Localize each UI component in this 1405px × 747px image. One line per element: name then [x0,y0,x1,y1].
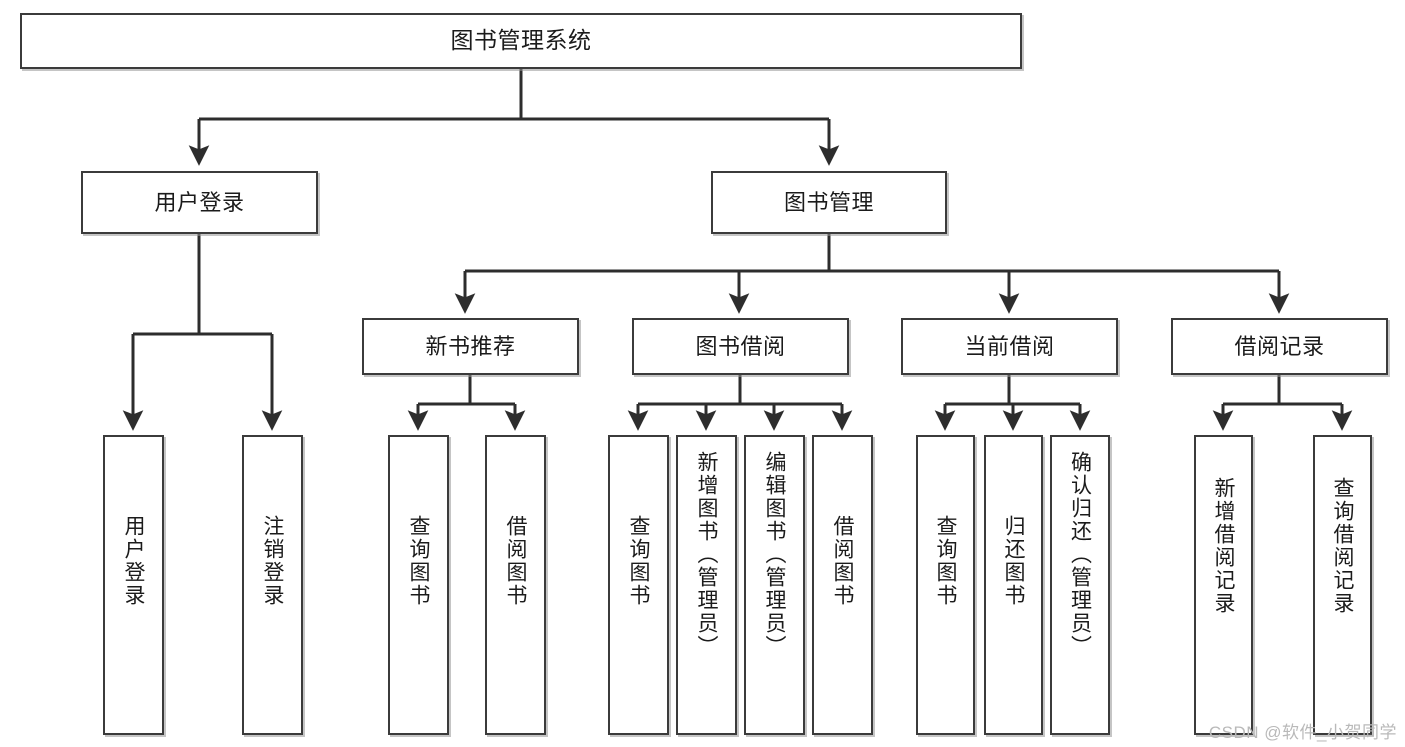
leaf-query-book-3[interactable]: 查询图书 [916,435,975,735]
leaf-return-book-label: 归还图书 [1002,515,1025,607]
leaf-user-login[interactable]: 用户登录 [103,435,164,735]
node-book-manage-label: 图书管理 [783,189,874,215]
leaf-add-record[interactable]: 新增借阅记录 [1194,435,1253,735]
node-book-borrow[interactable]: 图书借阅 [632,318,849,375]
node-borrow-record-label: 借阅记录 [1234,333,1325,359]
node-new-book-recommend-label: 新书推荐 [425,333,516,359]
leaf-add-book[interactable]: 新增图书（管理员） [676,435,737,735]
leaf-borrow-book-1-label: 借阅图书 [504,515,527,607]
leaf-edit-book[interactable]: 编辑图书（管理员） [744,435,805,735]
leaf-query-book-2-label: 查询图书 [627,515,650,607]
node-user-login[interactable]: 用户登录 [81,171,318,234]
node-borrow-record[interactable]: 借阅记录 [1171,318,1388,375]
node-current-borrow[interactable]: 当前借阅 [901,318,1118,375]
node-book-manage[interactable]: 图书管理 [711,171,947,234]
leaf-edit-book-label: 编辑图书（管理员） [763,451,786,658]
leaf-user-logout-label: 注销登录 [261,515,284,607]
leaf-return-book[interactable]: 归还图书 [984,435,1043,735]
leaf-add-book-label: 新增图书（管理员） [695,451,718,658]
leaf-add-record-label: 新增借阅记录 [1212,477,1235,615]
leaf-query-book-1[interactable]: 查询图书 [388,435,449,735]
leaf-confirm-return[interactable]: 确认归还（管理员） [1050,435,1110,735]
leaf-query-record[interactable]: 查询借阅记录 [1313,435,1372,735]
leaf-borrow-book-1[interactable]: 借阅图书 [485,435,546,735]
leaf-query-book-1-label: 查询图书 [407,515,430,607]
node-user-login-label: 用户登录 [154,189,245,215]
node-new-book-recommend[interactable]: 新书推荐 [362,318,579,375]
leaf-confirm-return-label: 确认归还（管理员） [1068,451,1092,658]
node-current-borrow-label: 当前借阅 [964,333,1055,359]
leaf-user-login-label: 用户登录 [122,515,145,607]
leaf-query-record-label: 查询借阅记录 [1331,477,1354,615]
csdn-watermark: CSDN @软件_小贺同学 [1208,723,1397,742]
leaf-query-book-2[interactable]: 查询图书 [608,435,669,735]
node-book-borrow-label: 图书借阅 [695,333,786,359]
node-root-label: 图书管理系统 [450,27,592,54]
node-root[interactable]: 图书管理系统 [20,13,1022,69]
leaf-query-book-3-label: 查询图书 [934,515,957,607]
leaf-borrow-book-2[interactable]: 借阅图书 [812,435,873,735]
leaf-user-logout[interactable]: 注销登录 [242,435,303,735]
leaf-borrow-book-2-label: 借阅图书 [831,515,854,607]
